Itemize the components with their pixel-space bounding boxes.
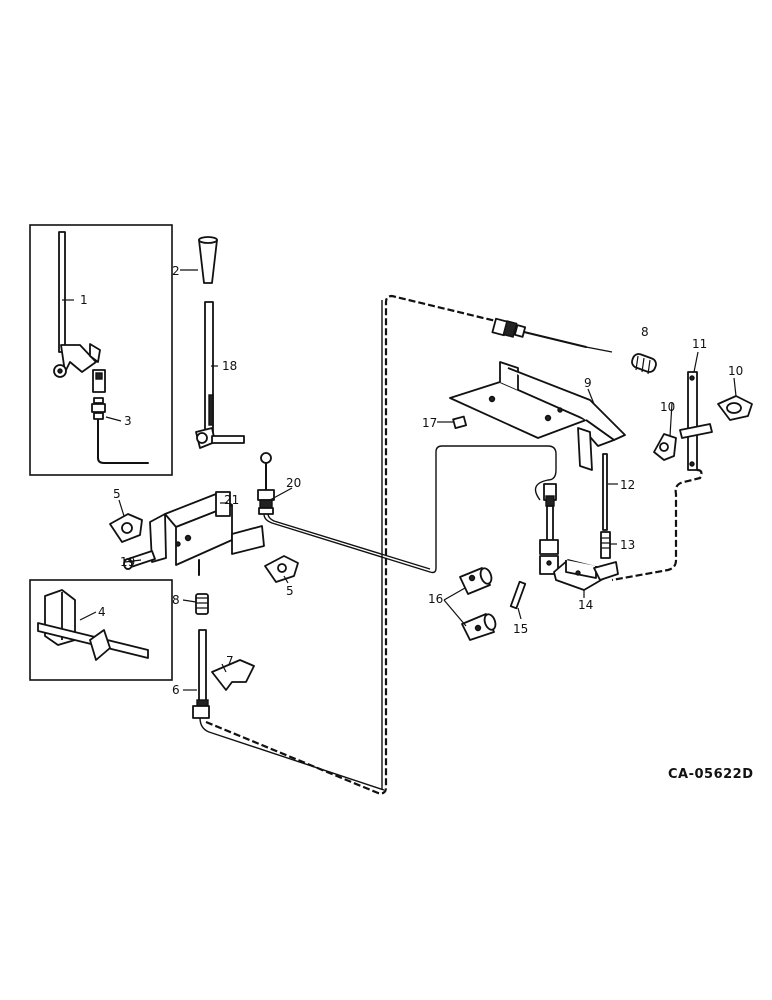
callout-20: 20 xyxy=(286,476,301,490)
callout-16: 16 xyxy=(428,592,443,606)
callout-2: 2 xyxy=(172,264,180,278)
bearing-part-5-right xyxy=(264,555,299,583)
pivot-bracket-part-21 xyxy=(149,491,265,576)
callout-5-right: 5 xyxy=(286,584,294,598)
callout-12: 12 xyxy=(620,478,635,492)
bearing-part-5-left xyxy=(109,513,143,543)
inset-box-lever xyxy=(29,224,173,476)
cable-end-part-20 xyxy=(257,445,548,574)
cable-link xyxy=(534,445,557,501)
callout-5-left: 5 xyxy=(113,487,121,501)
stud-part-13 xyxy=(600,531,611,559)
mounting-bracket-part-9 xyxy=(449,361,626,471)
callout-4: 4 xyxy=(98,605,106,619)
adjuster-assembly xyxy=(539,483,559,575)
coupling-part-16-bottom xyxy=(461,613,497,641)
cable-fitting-top xyxy=(491,317,613,353)
callouts: 1 2 3 4 5 5 6 7 8 8 9 10 10 11 12 13 14 … xyxy=(80,264,743,697)
rod-part-12 xyxy=(602,453,608,531)
lever-part-1 xyxy=(53,231,101,378)
callout-6: 6 xyxy=(172,683,180,697)
cable-link-dashed xyxy=(611,468,703,582)
callout-9: 9 xyxy=(584,376,592,390)
callout-10-right: 10 xyxy=(728,364,743,378)
plate-part-7 xyxy=(211,659,255,691)
callout-17: 17 xyxy=(422,416,437,430)
lever-arm-part-11 xyxy=(679,371,713,471)
callout-1: 1 xyxy=(80,293,88,307)
callout-21: 21 xyxy=(224,493,239,507)
knob-part-2 xyxy=(198,236,218,284)
pin-part-15 xyxy=(509,580,527,610)
callout-18: 18 xyxy=(222,359,237,373)
bushing-part-10-middle xyxy=(653,433,677,461)
cable-rod-part-6 xyxy=(192,629,385,791)
ferrule-part-8-left xyxy=(195,593,209,615)
control-cable xyxy=(205,294,501,795)
leader-lines xyxy=(62,269,737,691)
callout-19: 19 xyxy=(120,555,135,569)
callout-8-left: 8 xyxy=(172,593,180,607)
callout-15: 15 xyxy=(513,622,528,636)
callout-10-middle: 10 xyxy=(660,400,675,414)
callout-13: 13 xyxy=(620,538,635,552)
callout-8-right: 8 xyxy=(641,325,649,339)
callout-7: 7 xyxy=(226,654,234,668)
drawing-code: CA-05622D xyxy=(668,767,754,782)
bushing-part-10-right xyxy=(717,395,753,421)
callout-11: 11 xyxy=(692,337,707,351)
inset-box-pedal xyxy=(29,579,173,681)
callout-14: 14 xyxy=(578,598,593,612)
cable-clamp-part-3 xyxy=(91,369,149,464)
clevis-part-14 xyxy=(553,559,619,591)
pedal-part-4 xyxy=(37,589,149,661)
coupling-part-16-top xyxy=(459,567,493,595)
callout-3: 3 xyxy=(124,414,132,428)
spring-part-8-right xyxy=(631,353,657,375)
washer-part-17 xyxy=(452,415,467,430)
shift-lever-part-18 xyxy=(195,301,245,449)
